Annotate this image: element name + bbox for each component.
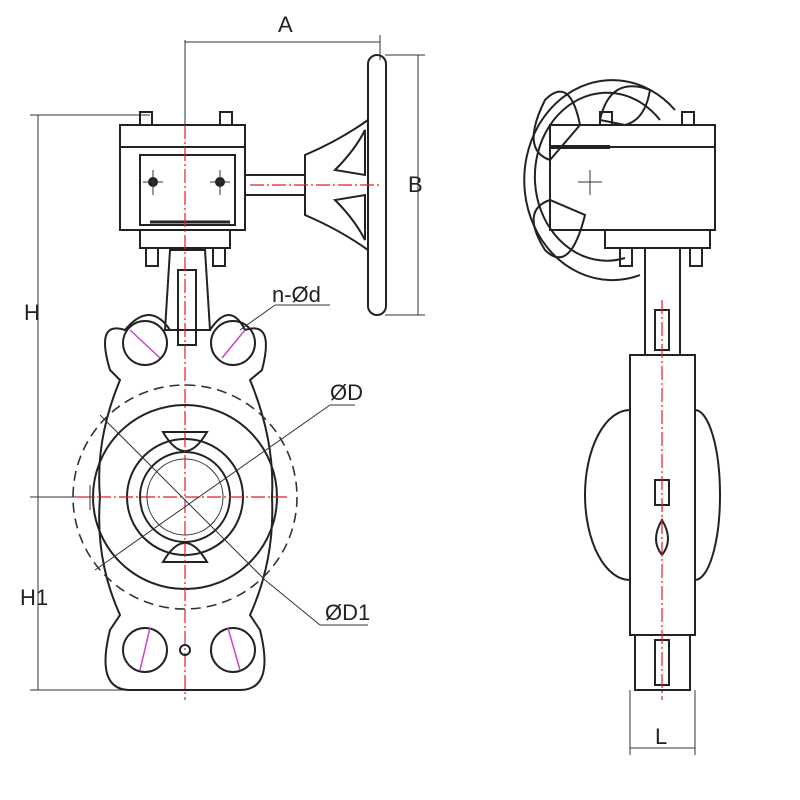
- label-l: L: [655, 724, 667, 749]
- label-n-od: n-Ød: [272, 282, 321, 307]
- handwheel-side: [244, 54, 387, 316]
- bolt-holes: [122, 320, 256, 673]
- dimension-l: L: [629, 690, 696, 755]
- side-view: L: [523, 79, 721, 755]
- valve-body: [72, 125, 368, 700]
- side-handwheel: [523, 79, 676, 282]
- dimension-b: B: [385, 54, 425, 316]
- side-gearbox: [549, 111, 716, 267]
- label-h: H: [24, 300, 40, 325]
- label-a: A: [278, 12, 293, 37]
- label-od: ØD: [330, 380, 363, 405]
- dimension-a: A: [184, 12, 381, 125]
- front-view: A B H H1: [20, 12, 425, 700]
- dimension-h: H H1: [20, 114, 150, 691]
- label-od1: ØD1: [325, 600, 370, 625]
- label-h1: H1: [20, 585, 48, 610]
- label-b: B: [408, 172, 423, 197]
- gearbox: [119, 111, 246, 267]
- side-body: [584, 247, 721, 700]
